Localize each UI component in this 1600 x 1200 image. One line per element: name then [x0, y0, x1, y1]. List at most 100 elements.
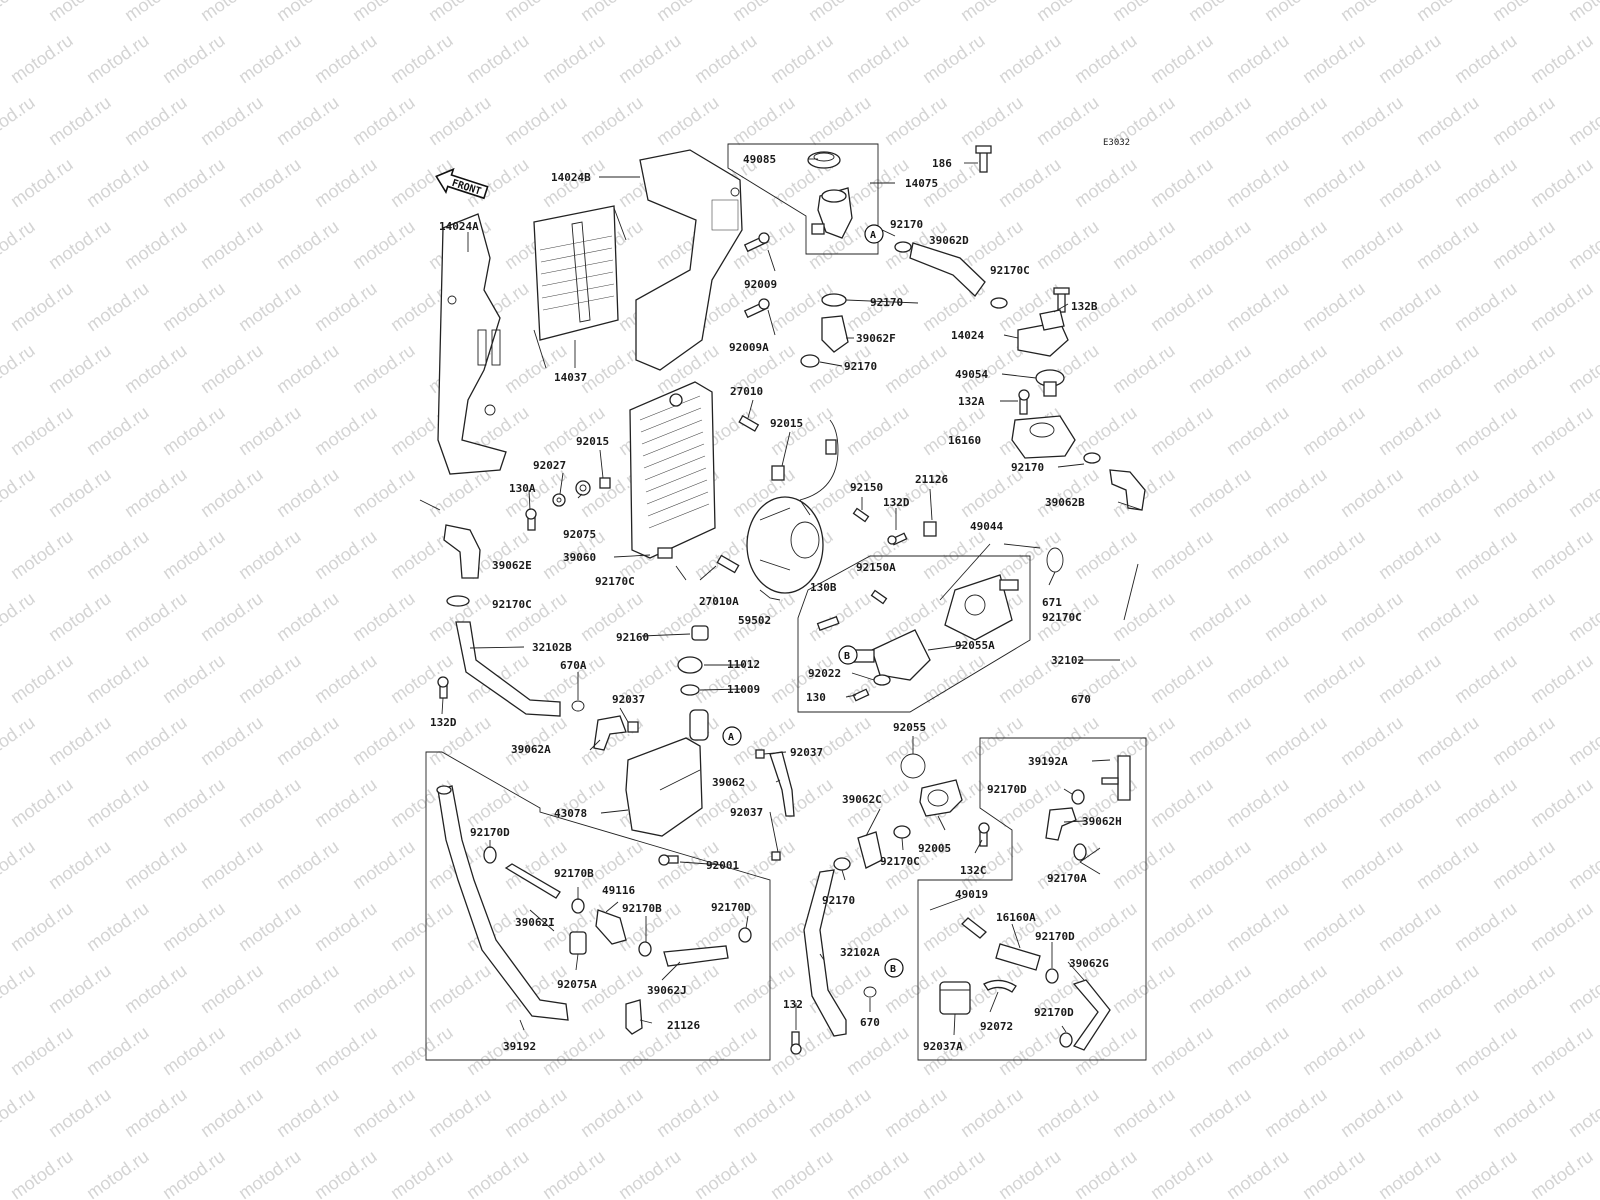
- watermark-text: motod.ru: [577, 1084, 647, 1141]
- watermark-text: motod.ru: [1565, 712, 1600, 769]
- watermark-text: motod.ru: [1071, 30, 1141, 87]
- watermark-text: motod.ru: [1451, 898, 1521, 955]
- clamp-92170A-icon: [1073, 843, 1087, 861]
- watermark-text: motod.ru: [197, 960, 267, 1017]
- watermark-text: motod.ru: [0, 588, 38, 645]
- watermark-text: motod.ru: [1337, 464, 1407, 521]
- watermark-text: motod.ru: [1489, 0, 1559, 25]
- water-pump-body: [944, 574, 1019, 641]
- o-ring-670-b-icon: [863, 986, 877, 998]
- watermark-text: motod.ru: [235, 402, 305, 459]
- watermark-text: motod.ru: [995, 30, 1065, 87]
- watermark-text: motod.ru: [1261, 1084, 1331, 1141]
- holder-92037A: [939, 981, 971, 1015]
- watermark-text: motod.ru: [1527, 402, 1597, 459]
- watermark-text: motod.ru: [1451, 1022, 1521, 1079]
- watermark-text: motod.ru: [501, 92, 571, 149]
- watermark-text: motod.ru: [349, 340, 419, 397]
- watermark-text: motod.ru: [1489, 836, 1559, 893]
- hose-39062H: [1045, 807, 1077, 841]
- watermark-text: motod.ru: [197, 340, 267, 397]
- thermostat-cover-14024: [1017, 309, 1069, 357]
- part-label: 132: [783, 998, 803, 1011]
- watermark-text: motod.ru: [311, 278, 381, 335]
- watermark-text: motod.ru: [83, 30, 153, 87]
- bolt-186-icon: [975, 145, 992, 173]
- part-label: 92005: [918, 842, 951, 855]
- watermark-text: motod.ru: [159, 30, 229, 87]
- watermark-text: motod.ru: [121, 712, 191, 769]
- watermark-text: motod.ru: [1375, 278, 1445, 335]
- o-ring-92055-icon: [900, 753, 926, 779]
- watermark-text: motod.ru: [1489, 1084, 1559, 1141]
- watermark-text: motod.ru: [1527, 898, 1597, 955]
- cap-11012-icon: [677, 656, 703, 674]
- watermark-text: motod.ru: [1299, 898, 1369, 955]
- hose-39062G: [1072, 979, 1111, 1051]
- part-label: 39062I: [515, 916, 555, 929]
- part-label: 32102B: [532, 641, 572, 654]
- watermark-text: motod.ru: [1565, 216, 1600, 273]
- watermark-text: motod.ru: [0, 836, 38, 893]
- watermark-text: motod.ru: [691, 30, 761, 87]
- watermark-text: motod.ru: [957, 712, 1027, 769]
- clip-92037-a-icon: [627, 721, 639, 733]
- watermark-text: motod.ru: [1071, 1022, 1141, 1079]
- part-label: 27010: [730, 385, 763, 398]
- watermark-text: motod.ru: [539, 30, 609, 87]
- watermark-text: motod.ru: [1565, 588, 1600, 645]
- svg-text:B: B: [844, 651, 850, 662]
- watermark-text: motod.ru: [995, 154, 1065, 211]
- watermark-text: motod.ru: [729, 0, 799, 25]
- svg-text:B: B: [890, 964, 896, 975]
- part-label: 49116: [602, 884, 635, 897]
- watermark-text: motod.ru: [691, 1146, 761, 1200]
- part-label: 92170B: [554, 867, 594, 880]
- watermark-text: motod.ru: [1261, 216, 1331, 273]
- watermark-text: motod.ru: [235, 30, 305, 87]
- watermark-text: motod.ru: [159, 154, 229, 211]
- pipe-32102B: [455, 621, 561, 717]
- watermark-text: motod.ru: [273, 1084, 343, 1141]
- clamp-92170C-e-icon: [893, 825, 911, 839]
- watermark-text: motod.ru: [1375, 402, 1445, 459]
- watermark-text: motod.ru: [1299, 650, 1369, 707]
- watermark-text: motod.ru: [7, 154, 77, 211]
- part-label: 92009A: [729, 341, 769, 354]
- watermark-text: motod.ru: [1527, 30, 1597, 87]
- watermark-text: motod.ru: [805, 1084, 875, 1141]
- part-label: 92150: [850, 481, 883, 494]
- watermark-text: motod.ru: [349, 0, 419, 25]
- watermark-text: motod.ru: [273, 464, 343, 521]
- part-label: 92170C: [595, 575, 635, 588]
- watermark-text: motod.ru: [1071, 898, 1141, 955]
- watermark-text: motod.ru: [767, 30, 837, 87]
- part-label: 130B: [810, 581, 837, 594]
- part-label: 92170: [1011, 461, 1044, 474]
- watermark-text: motod.ru: [197, 588, 267, 645]
- callout-b-low: B: [884, 958, 904, 978]
- watermark-text: motod.ru: [653, 0, 723, 25]
- watermark-text: motod.ru: [1451, 30, 1521, 87]
- watermark-text: motod.ru: [1185, 588, 1255, 645]
- watermark-text: motod.ru: [1109, 216, 1179, 273]
- watermark-text: motod.ru: [45, 712, 115, 769]
- watermark-text: motod.ru: [1413, 712, 1483, 769]
- watermark-text: motod.ru: [881, 1084, 951, 1141]
- cooling-fan: [746, 419, 839, 594]
- watermark-text: motod.ru: [235, 526, 305, 583]
- watermark-text: motod.ru: [45, 92, 115, 149]
- watermark-text: motod.ru: [539, 402, 609, 459]
- clamp-92170-e-icon: [833, 857, 851, 871]
- watermark-text: motod.ru: [1451, 278, 1521, 335]
- watermark-text: motod.ru: [1565, 340, 1600, 397]
- watermark-text: motod.ru: [653, 1084, 723, 1141]
- watermark-text: motod.ru: [805, 0, 875, 25]
- watermark-text: motod.ru: [1109, 960, 1179, 1017]
- clip-92037-c-icon: [771, 851, 781, 861]
- part-label: 39062: [712, 776, 745, 789]
- watermark-text: motod.ru: [1413, 1084, 1483, 1141]
- part-label: 39062E: [492, 559, 532, 572]
- part-label: 92037A: [923, 1040, 963, 1053]
